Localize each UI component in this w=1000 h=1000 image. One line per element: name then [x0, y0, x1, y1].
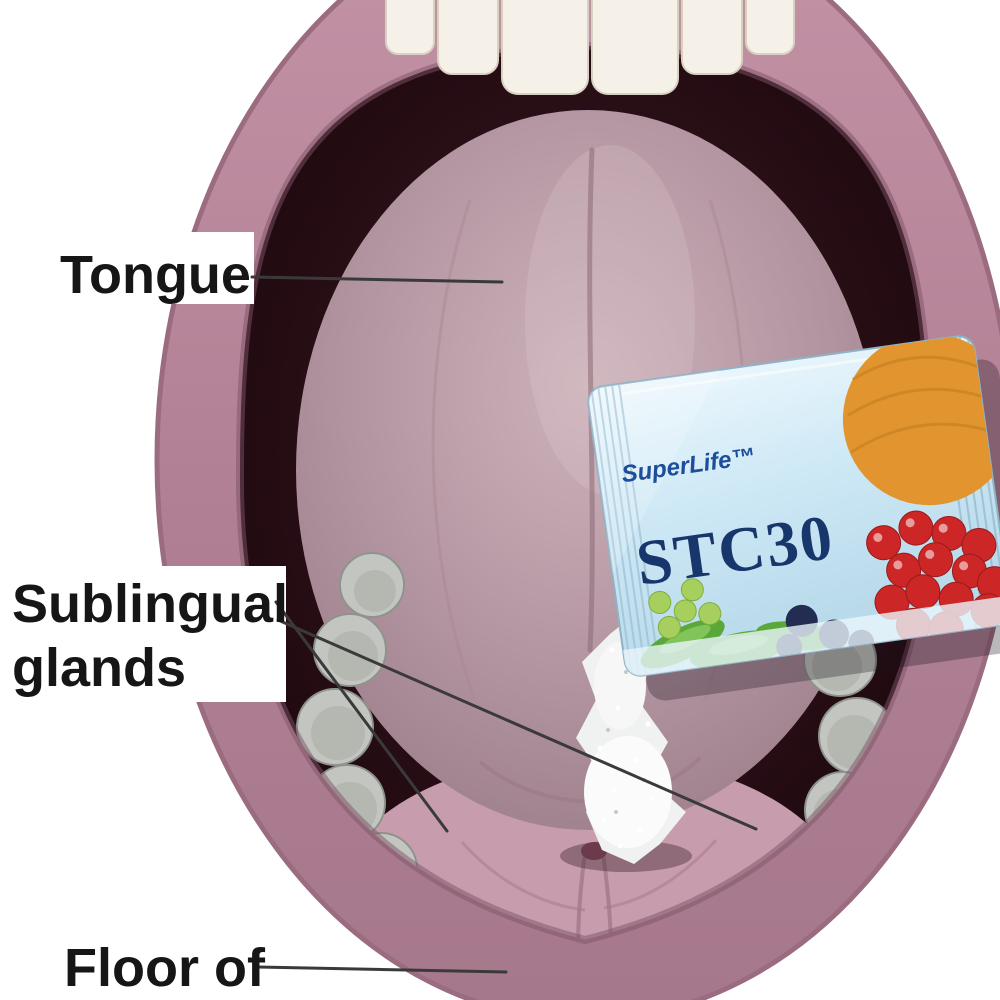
tooth	[745, 0, 795, 55]
label-sublingual-line2: glands	[12, 638, 186, 698]
tooth	[385, 0, 435, 55]
pointer-line-tongue	[250, 275, 504, 284]
tooth	[591, 0, 679, 95]
sublingual-caruncle	[581, 842, 607, 860]
powder-pile	[560, 618, 692, 872]
tongue-fold-left	[431, 199, 477, 701]
upper-teeth	[385, 0, 795, 95]
floor-fold-right	[603, 838, 718, 910]
label-backplate-sublingual	[4, 566, 286, 702]
tooth	[681, 0, 743, 75]
packet-artwork	[586, 334, 1000, 678]
tooth	[501, 0, 589, 95]
packet-sheen	[586, 369, 720, 575]
label-tongue: Tongue	[60, 245, 251, 305]
label-backplate-tongue	[46, 232, 254, 304]
label-sublingual-line1: Sublingual	[12, 574, 288, 634]
pointer-line-floor	[256, 965, 508, 974]
pointer-line-sublingual-left	[274, 600, 449, 833]
berry-highlights	[873, 518, 969, 571]
melon-fruit	[842, 334, 1000, 506]
frenulum-line-right	[600, 845, 614, 940]
pointer-line-sublingual-right	[276, 618, 758, 831]
packet-crimp-left	[590, 383, 661, 678]
floor-fold-left	[460, 841, 586, 912]
packet-bottom-fold	[623, 595, 1000, 678]
label-floor-of: Floor of	[64, 938, 266, 998]
grape-cluster	[648, 578, 722, 639]
product-packet: SuperLife™ STC30	[586, 334, 1000, 701]
frenulum-line-left	[576, 845, 588, 940]
tooth	[437, 0, 499, 75]
floor-of-mouth	[332, 755, 848, 940]
